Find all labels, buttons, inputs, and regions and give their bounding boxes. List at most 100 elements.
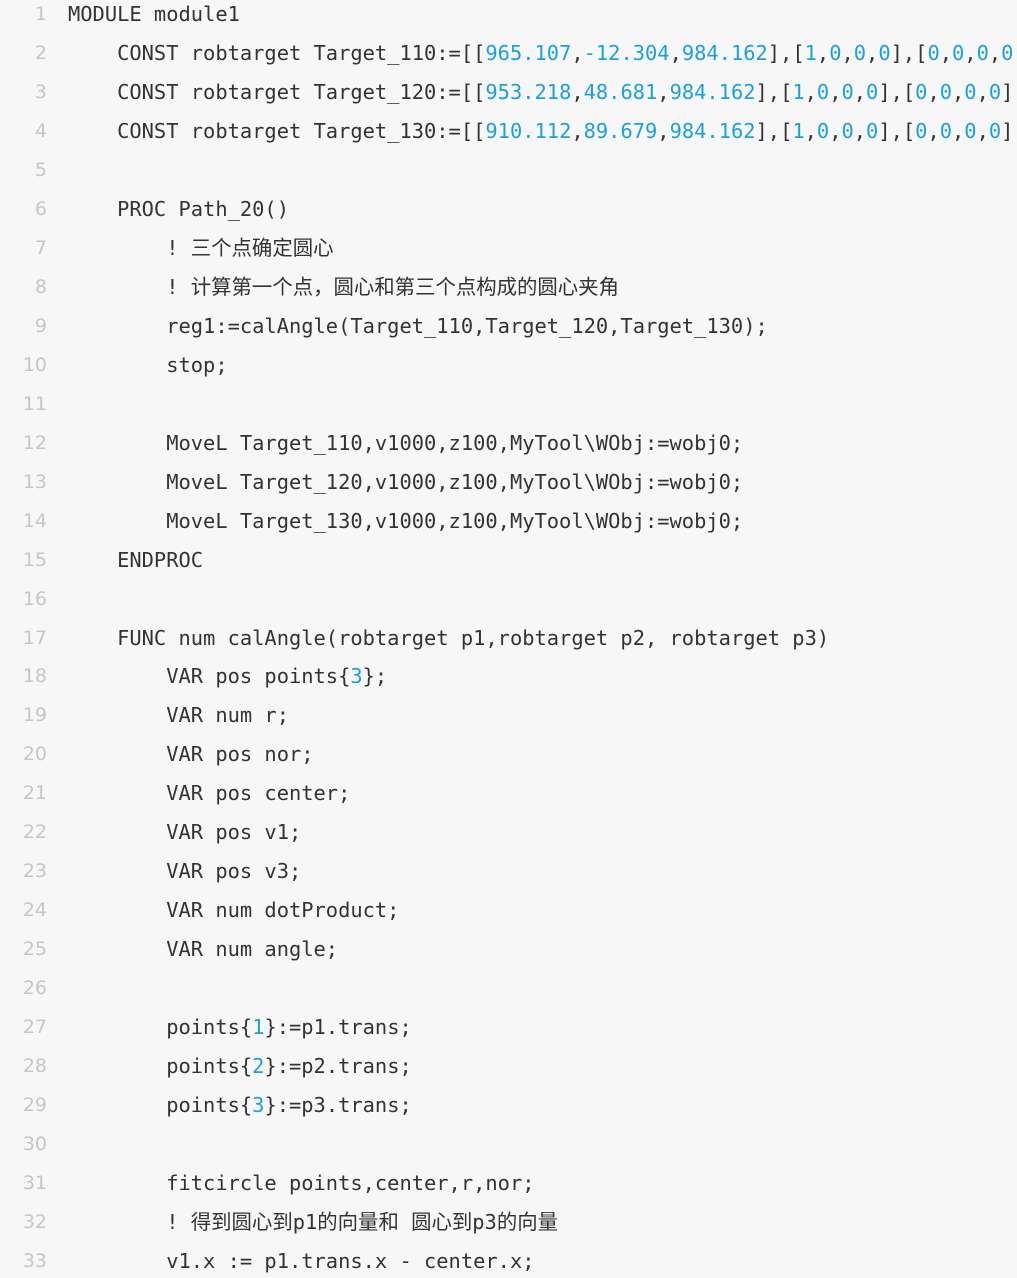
code-token: }:=p2.trans; bbox=[264, 1054, 412, 1079]
code-line[interactable]: 24 VAR num dotProduct; bbox=[0, 891, 1017, 930]
code-token: }:=p3.trans; bbox=[264, 1093, 412, 1118]
number-literal: 953.218 bbox=[485, 79, 572, 104]
code-line[interactable]: 26 bbox=[0, 969, 1017, 1008]
code-line[interactable]: 14 MoveL Target_130,v1000,z100,MyTool\WO… bbox=[0, 502, 1017, 541]
code-token: }:=p1.trans; bbox=[264, 1015, 412, 1040]
line-number: 17 bbox=[22, 626, 47, 649]
code-token: ],[ bbox=[890, 40, 928, 65]
line-number: 6 bbox=[34, 197, 47, 220]
number-literal: 0 bbox=[1001, 40, 1014, 65]
line-number: 32 bbox=[22, 1211, 47, 1234]
code-text: fitcircle points,center,r,nor; bbox=[68, 1164, 534, 1203]
code-line[interactable]: 3 CONST robtarget Target_120:=[[953.218,… bbox=[0, 73, 1017, 112]
code-token: , bbox=[952, 79, 965, 104]
code-text: stop; bbox=[68, 346, 227, 385]
code-line[interactable]: 30 bbox=[0, 1125, 1017, 1164]
number-literal: 0 bbox=[866, 118, 879, 143]
code-text: VAR pos center; bbox=[68, 774, 350, 813]
code-line[interactable]: 32 ! 得到圆心到p1的向量和 圆心到p3的向量 bbox=[0, 1203, 1017, 1242]
code-token: , bbox=[571, 79, 584, 104]
number-literal: 910.112 bbox=[485, 118, 572, 143]
code-token: , bbox=[976, 118, 989, 143]
line-number: 11 bbox=[22, 392, 47, 415]
code-line[interactable]: 23 VAR pos v3; bbox=[0, 852, 1017, 891]
line-number: 19 bbox=[22, 704, 47, 727]
code-token: , bbox=[952, 118, 965, 143]
code-text: points{3}:=p3.trans; bbox=[68, 1086, 412, 1125]
code-token: ! 计算第一个点，圆心和第三个点构成的圆心夹角 bbox=[68, 274, 619, 299]
code-token: ],[ bbox=[878, 118, 916, 143]
number-literal: 984.162 bbox=[669, 118, 756, 143]
code-token: MoveL Target_120,v1000,z100,MyTool\WObj:… bbox=[68, 469, 744, 494]
code-line[interactable]: 2 CONST robtarget Target_110:=[[965.107,… bbox=[0, 34, 1017, 73]
code-line[interactable]: 29 points{3}:=p3.trans; bbox=[0, 1086, 1017, 1125]
code-line[interactable]: 6 PROC Path_20() bbox=[0, 190, 1017, 229]
code-token: ! 三个点确定圆心 bbox=[68, 235, 334, 260]
number-literal: 0 bbox=[853, 40, 867, 65]
number-literal: -12.304 bbox=[583, 40, 670, 65]
code-line[interactable]: 19 VAR num r; bbox=[0, 696, 1017, 735]
code-line[interactable]: 5 bbox=[0, 151, 1017, 190]
code-line[interactable]: 11 bbox=[0, 385, 1017, 424]
line-number: 2 bbox=[34, 41, 47, 64]
code-token: ],[ bbox=[755, 118, 793, 143]
code-line[interactable]: 27 points{1}:=p1.trans; bbox=[0, 1008, 1017, 1047]
number-literal: 0 bbox=[878, 40, 891, 65]
code-line[interactable]: 9 reg1:=calAngle(Target_110,Target_120,T… bbox=[0, 307, 1017, 346]
line-number: 15 bbox=[22, 548, 47, 571]
line-number: 9 bbox=[34, 314, 47, 337]
code-line[interactable]: 7 ! 三个点确定圆心 bbox=[0, 229, 1017, 268]
code-line[interactable]: 12 MoveL Target_110,v1000,z100,MyTool\WO… bbox=[0, 424, 1017, 463]
code-token: points{ bbox=[68, 1093, 253, 1118]
code-token: points{ bbox=[68, 1054, 253, 1079]
code-line[interactable]: 18 VAR pos points{3}; bbox=[0, 657, 1017, 696]
code-token: , bbox=[829, 79, 842, 104]
line-number: 25 bbox=[22, 938, 47, 961]
number-literal: 3 bbox=[252, 1093, 265, 1118]
number-literal: 48.681 bbox=[583, 79, 658, 104]
code-token: MODULE module1 bbox=[68, 2, 240, 26]
code-line[interactable]: 22 VAR pos v1; bbox=[0, 813, 1017, 852]
code-text: MoveL Target_130,v1000,z100,MyTool\WObj:… bbox=[68, 502, 743, 541]
code-line[interactable]: 13 MoveL Target_120,v1000,z100,MyTool\WO… bbox=[0, 463, 1017, 502]
code-token: PROC Path_20() bbox=[68, 196, 289, 221]
code-line[interactable]: 21 VAR pos center; bbox=[0, 774, 1017, 813]
line-number: 16 bbox=[22, 587, 47, 610]
code-token: VAR pos points{ bbox=[68, 664, 351, 689]
code-token: , bbox=[841, 40, 854, 65]
line-number: 30 bbox=[22, 1133, 47, 1156]
number-literal: 0 bbox=[952, 40, 965, 65]
code-line[interactable]: 25 VAR num angle; bbox=[0, 930, 1017, 969]
code-token: VAR num angle; bbox=[68, 937, 339, 962]
code-line[interactable]: 16 bbox=[0, 580, 1017, 619]
code-line[interactable]: 31 fitcircle points,center,r,nor; bbox=[0, 1164, 1017, 1203]
number-literal: 0 bbox=[829, 40, 842, 65]
line-number: 23 bbox=[22, 860, 47, 883]
code-text: v1.x := p1.trans.x - center.x; bbox=[68, 1242, 535, 1278]
line-number: 21 bbox=[22, 782, 47, 805]
code-token: v1.x := p1.trans.x - center.x; bbox=[68, 1249, 535, 1274]
code-line[interactable]: 28 points{2}:=p2.trans; bbox=[0, 1047, 1017, 1086]
number-literal: 0 bbox=[976, 40, 989, 65]
code-line[interactable]: 17 FUNC num calAngle(robtarget p1,robtar… bbox=[0, 619, 1017, 658]
line-number: 26 bbox=[22, 977, 47, 1000]
code-line[interactable]: 8 ! 计算第一个点，圆心和第三个点构成的圆心夹角 bbox=[0, 268, 1017, 307]
code-token: , bbox=[816, 40, 830, 65]
code-text: FUNC num calAngle(robtarget p1,robtarget… bbox=[68, 619, 829, 658]
code-line[interactable]: 33 v1.x := p1.trans.x - center.x; bbox=[0, 1242, 1017, 1278]
code-line[interactable]: 15 ENDPROC bbox=[0, 541, 1017, 580]
code-line[interactable]: 4 CONST robtarget Target_130:=[[910.112,… bbox=[0, 112, 1017, 151]
code-line[interactable]: 10 stop; bbox=[0, 346, 1017, 385]
number-literal: 0 bbox=[927, 40, 940, 65]
code-text: VAR num r; bbox=[68, 696, 289, 735]
code-text: points{1}:=p1.trans; bbox=[68, 1008, 412, 1047]
number-literal: 1 bbox=[792, 79, 805, 104]
code-text: CONST robtarget Target_120:=[[953.218,48… bbox=[68, 73, 1013, 112]
code-token: , bbox=[927, 79, 940, 104]
number-literal: 984.162 bbox=[681, 40, 768, 65]
number-literal: 0 bbox=[988, 118, 1002, 143]
number-literal: 0 bbox=[816, 79, 830, 104]
code-line[interactable]: 20 VAR pos nor; bbox=[0, 735, 1017, 774]
